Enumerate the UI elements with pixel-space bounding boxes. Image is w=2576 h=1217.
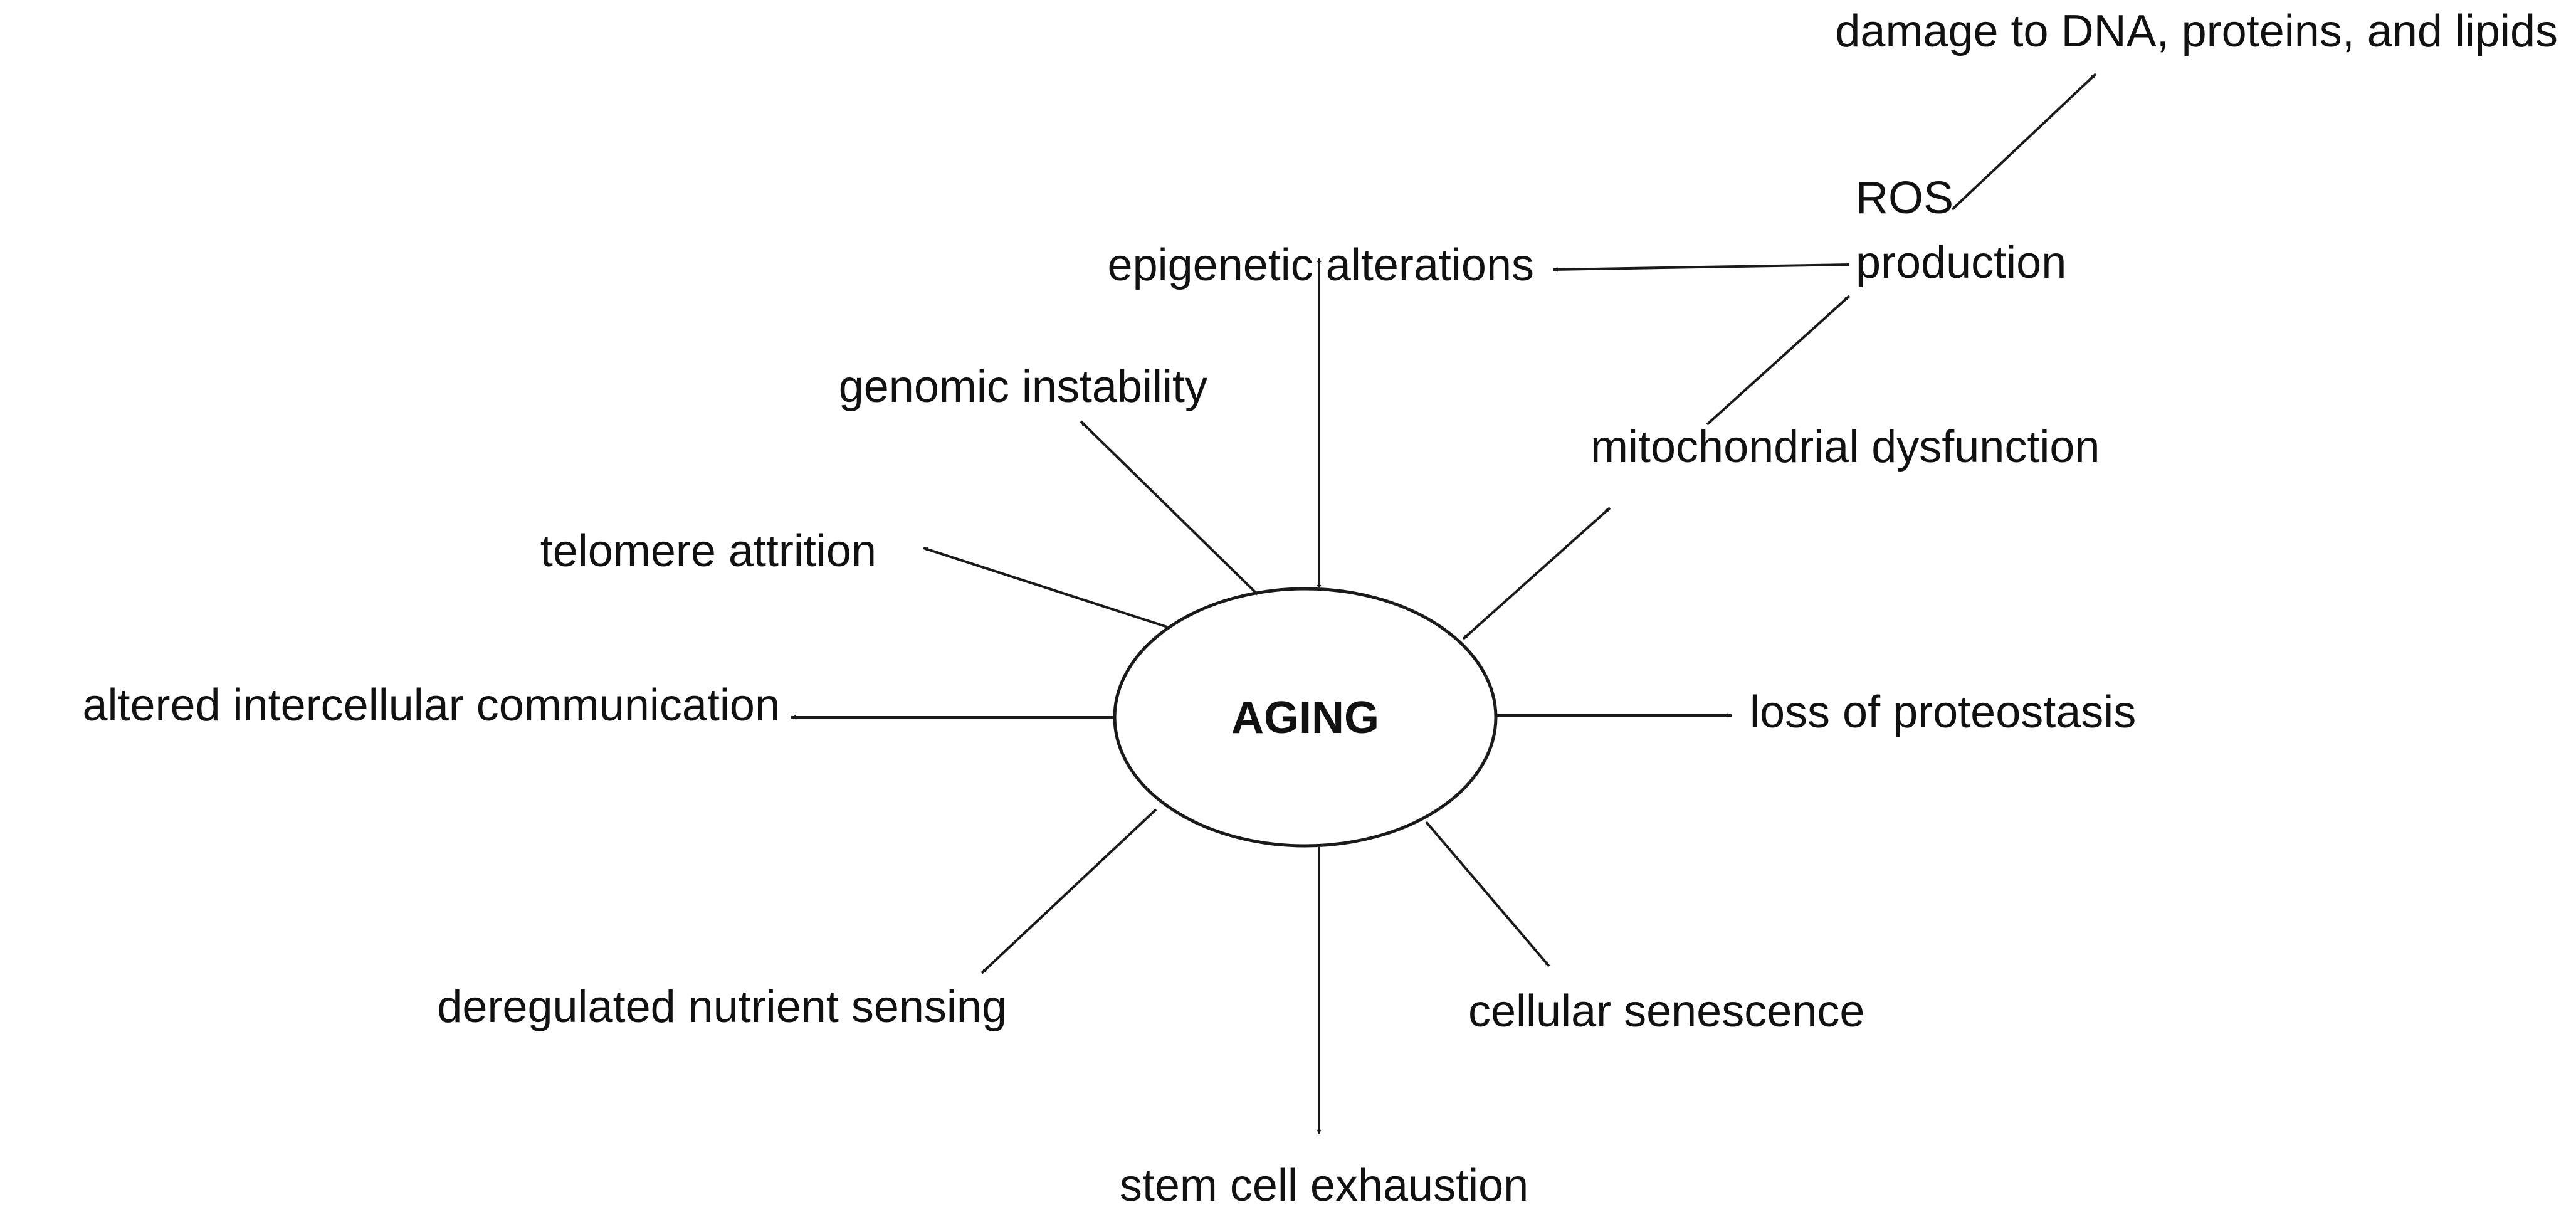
node-senescence: cellular senescence — [1468, 986, 1864, 1036]
node-stem-cell: stem cell exhaustion — [1120, 1161, 1528, 1211]
node-proteostasis: loss of proteostasis — [1750, 687, 2136, 737]
edge-ros-epigenetic — [1553, 263, 1850, 272]
edge-aging-nutrient — [980, 808, 1157, 974]
node-intercellular: altered intercellular communication — [82, 680, 780, 730]
edge-ros-damage — [1951, 73, 2097, 211]
node-ros-line2: production — [1856, 238, 2066, 288]
edge-aging-senescence — [1425, 821, 1550, 967]
aging-label: AGING — [1231, 693, 1379, 743]
node-nutrient: deregulated nutrient sensing — [437, 982, 1007, 1032]
node-ros-line1: ROS — [1856, 173, 1953, 223]
edge-aging-telomere — [923, 547, 1168, 628]
edge-aging-genomic — [1080, 420, 1259, 596]
node-epigenetic: epigenetic alterations — [1108, 240, 1534, 290]
edge-aging-mitochondrial — [1462, 507, 1611, 640]
node-genomic: genomic instability — [839, 362, 1207, 412]
node-mitochondrial: mitochondrial dysfunction — [1590, 422, 2100, 472]
node-telomere: telomere attrition — [540, 526, 876, 576]
node-damage: damage to DNA, proteins, and lipids — [1835, 6, 2558, 56]
edge-mitochondrial-ros — [1706, 295, 1851, 426]
